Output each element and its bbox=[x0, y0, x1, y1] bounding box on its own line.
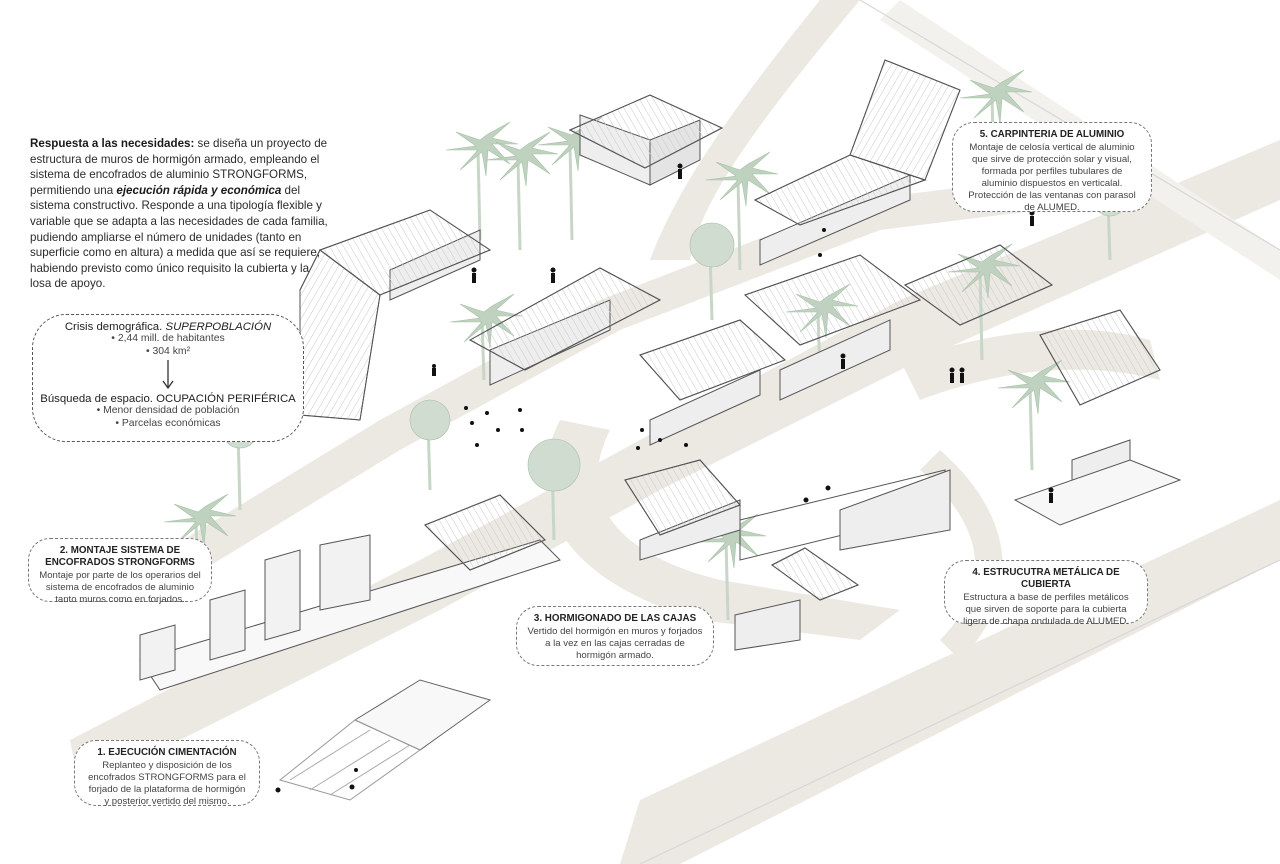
crisis-bullet-4: • Parcelas económicas bbox=[115, 417, 221, 429]
step-1-text: Replanteo y disposición de los encofrado… bbox=[88, 760, 246, 807]
step-3-text: Vertido del hormigón en muros y forjados… bbox=[527, 626, 703, 661]
step-1-title: 1. EJECUCIÓN CIMENTACIÓN bbox=[97, 747, 237, 758]
house-top-center bbox=[568, 94, 724, 186]
step-5-bubble: 5. CARPINTERIA DE ALUMINIO Montaje de ce… bbox=[952, 122, 1152, 213]
crisis-heading-plain: Crisis demográfica. bbox=[64, 321, 163, 333]
step-2-title: 2. MONTAJE SISTEMA DE ENCOFRADOS STRONGF… bbox=[45, 545, 195, 568]
crisis-bullet-2: • 304 km² bbox=[145, 345, 191, 357]
step-4-title: 4. ESTRUCUTRA METÁLICA DE CUBIERTA bbox=[972, 567, 1120, 590]
crisis-box: Crisis demográfica. SUPERPOBLACIÓN • 2,4… bbox=[32, 314, 304, 442]
step-3-bubble: 3. HORMIGONADO DE LAS CAJAS Vertido del … bbox=[516, 606, 714, 666]
house-center-long bbox=[468, 267, 662, 386]
house-center bbox=[639, 319, 786, 446]
step-4-bubble: 4. ESTRUCUTRA METÁLICA DE CUBIERTA Estru… bbox=[944, 560, 1148, 627]
house-top-right bbox=[753, 59, 961, 266]
people bbox=[275, 163, 1054, 793]
step-1-bubble: 1. EJECUCIÓN CIMENTACIÓN Replanteo y dis… bbox=[74, 740, 260, 807]
house-right-tall bbox=[1013, 309, 1182, 526]
crisis-heading-2: Búsqueda de espacio. OCUPACIÓN PERIFÉRIC… bbox=[40, 393, 296, 405]
crisis-bullet-3: • Menor densidad de población bbox=[96, 405, 240, 416]
intro-emphasis: ejecución rápida y económica bbox=[116, 183, 282, 197]
intro-text-1: se diseña un proyecto de estructura de m… bbox=[30, 137, 328, 197]
crisis-bullet-1: • 2,44 mill. de habitantes bbox=[111, 333, 225, 344]
crisis-heading: Crisis demográfica. SUPERPOBLACIÓN bbox=[33, 321, 303, 333]
house-under-construction-bottom bbox=[734, 547, 860, 651]
step-4-text: Estructura a base de perfiles metálicos … bbox=[963, 592, 1129, 627]
step-3-title: 3. HORMIGONADO DE LAS CAJAS bbox=[533, 613, 697, 624]
intro-lead: Respuesta a las necesidades: bbox=[30, 137, 195, 150]
house-top-left-long bbox=[299, 209, 492, 421]
intro-text: Respuesta a las necesidades: se diseña u… bbox=[30, 136, 330, 292]
house-under-construction-center bbox=[624, 459, 951, 561]
crisis-heading-em: SUPERPOBLACIÓN bbox=[165, 321, 272, 333]
foundation-platform bbox=[278, 679, 492, 801]
formwork-row-left bbox=[139, 494, 561, 691]
step-5-text: Montaje de celosía vertical de aluminio … bbox=[968, 142, 1136, 213]
down-arrow-icon bbox=[162, 360, 174, 390]
house-center-right bbox=[744, 244, 1053, 401]
intro-text-2: del sistema constructivo. Responde a una… bbox=[30, 183, 328, 291]
step-5-title: 5. CARPINTERIA DE ALUMINIO bbox=[979, 129, 1125, 140]
step-2-text: Montaje por parte de los operarios del s… bbox=[39, 570, 201, 605]
step-2-bubble: 2. MONTAJE SISTEMA DE ENCOFRADOS STRONGF… bbox=[28, 538, 212, 605]
